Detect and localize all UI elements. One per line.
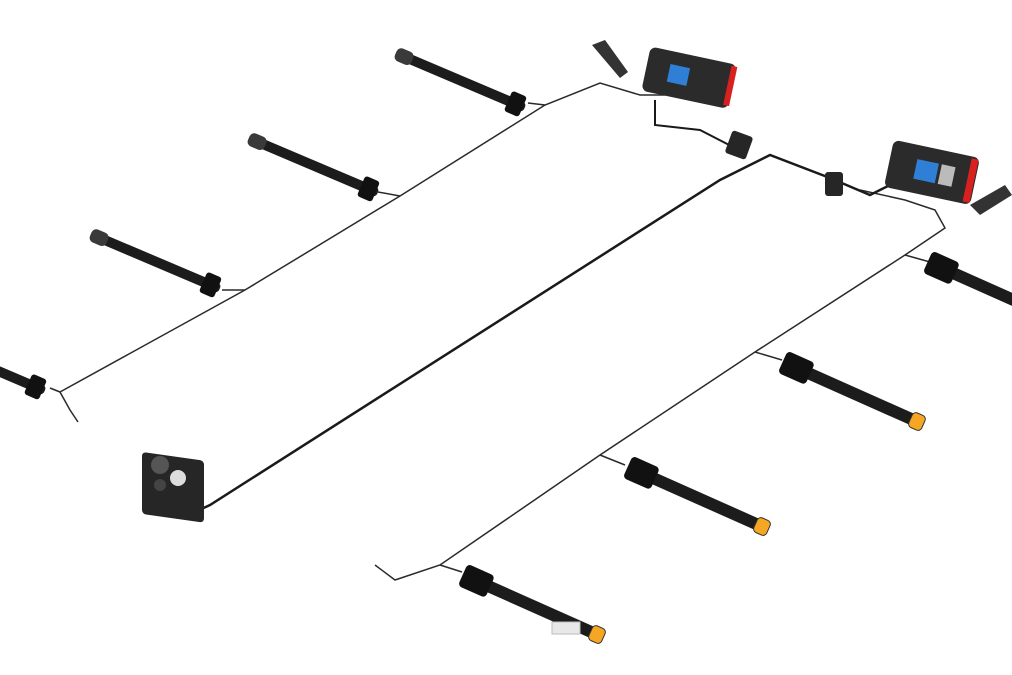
side-marker-left-4 <box>0 325 49 401</box>
side-marker-right-4 <box>457 563 609 649</box>
rear-lamp-left <box>642 47 738 108</box>
side-marker-left-3 <box>86 223 224 299</box>
connector-box-upper <box>725 130 753 160</box>
left-harness-cable <box>58 82 665 423</box>
connector-box-lower <box>825 172 843 196</box>
right-harness-cable <box>374 189 946 581</box>
side-marker-right-1 <box>922 250 1012 336</box>
rear-lamp-right <box>885 140 979 204</box>
side-marker-right-3 <box>622 455 774 541</box>
side-marker-right-2 <box>777 350 929 436</box>
left-branch-cables <box>527 102 546 106</box>
side-marker-left-1 <box>391 42 529 118</box>
main-cable <box>184 153 901 514</box>
bracket-left <box>592 40 628 78</box>
bracket-right <box>970 185 1012 215</box>
junction-box <box>142 452 204 523</box>
white-bracket <box>551 621 581 635</box>
side-marker-left-2 <box>244 127 382 203</box>
